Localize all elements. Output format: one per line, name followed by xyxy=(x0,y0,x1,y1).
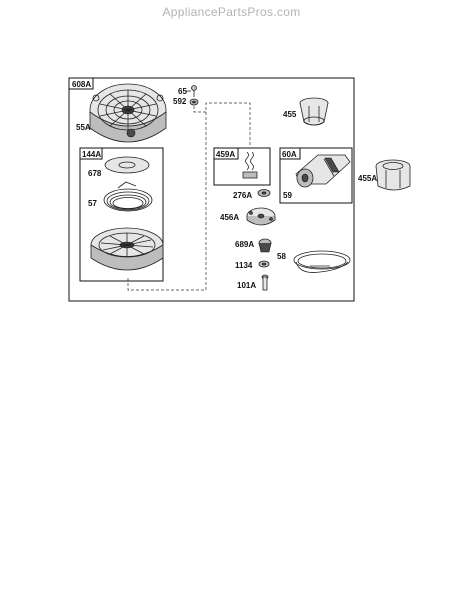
assembly-608A-label: 608A xyxy=(72,80,91,89)
pulley[interactable] xyxy=(90,227,164,271)
washer-276A[interactable] xyxy=(257,189,271,197)
kit-60A-frame xyxy=(279,147,353,204)
rope-58[interactable] xyxy=(293,250,351,273)
assembly-608A-tag xyxy=(68,77,94,90)
label-678: 678 xyxy=(88,169,102,178)
label-276A: 276A xyxy=(233,191,252,200)
spring-459A[interactable] xyxy=(242,151,258,179)
kit-60A-tag xyxy=(279,147,301,160)
label-65: 65 xyxy=(178,87,187,96)
label-58: 58 xyxy=(277,252,286,261)
handle-59[interactable] xyxy=(295,154,351,188)
kit-144A-tag xyxy=(79,147,103,160)
connector-line-lower xyxy=(127,112,207,291)
label-455: 455 xyxy=(283,110,297,119)
kit-144A-label: 144A xyxy=(82,150,101,159)
cup-455[interactable] xyxy=(299,97,329,126)
spring-57[interactable] xyxy=(103,181,153,212)
label-689A: 689A xyxy=(235,240,254,249)
washer-1134[interactable] xyxy=(258,260,270,268)
kit-144A-frame xyxy=(79,147,164,282)
plate-678[interactable] xyxy=(104,156,150,174)
screw-65[interactable] xyxy=(191,85,197,98)
connector-line xyxy=(193,102,251,145)
label-456A: 456A xyxy=(220,213,239,222)
assembly-608A-frame xyxy=(68,77,355,302)
kit-459A-label: 459A xyxy=(216,150,235,159)
label-455A: 455A xyxy=(358,174,377,183)
bolt-101A[interactable] xyxy=(261,274,269,291)
label-57: 57 xyxy=(88,199,97,208)
label-1134: 1134 xyxy=(235,261,253,270)
label-59: 59 xyxy=(283,191,292,200)
plate-456A[interactable] xyxy=(246,207,276,226)
kit-459A-frame xyxy=(213,147,271,186)
kit-459A-tag xyxy=(213,147,239,160)
label-55A: 55A xyxy=(76,123,91,132)
watermark: AppliancePartsPros.com xyxy=(162,5,301,19)
starter-housing-55A[interactable] xyxy=(89,83,167,143)
kit-60A-label: 60A xyxy=(282,150,297,159)
retainer-689A[interactable] xyxy=(258,238,272,253)
label-101A: 101A xyxy=(237,281,256,290)
label-592: 592 xyxy=(173,97,187,106)
cup-455A[interactable] xyxy=(375,159,411,191)
washer-592[interactable] xyxy=(189,98,199,106)
